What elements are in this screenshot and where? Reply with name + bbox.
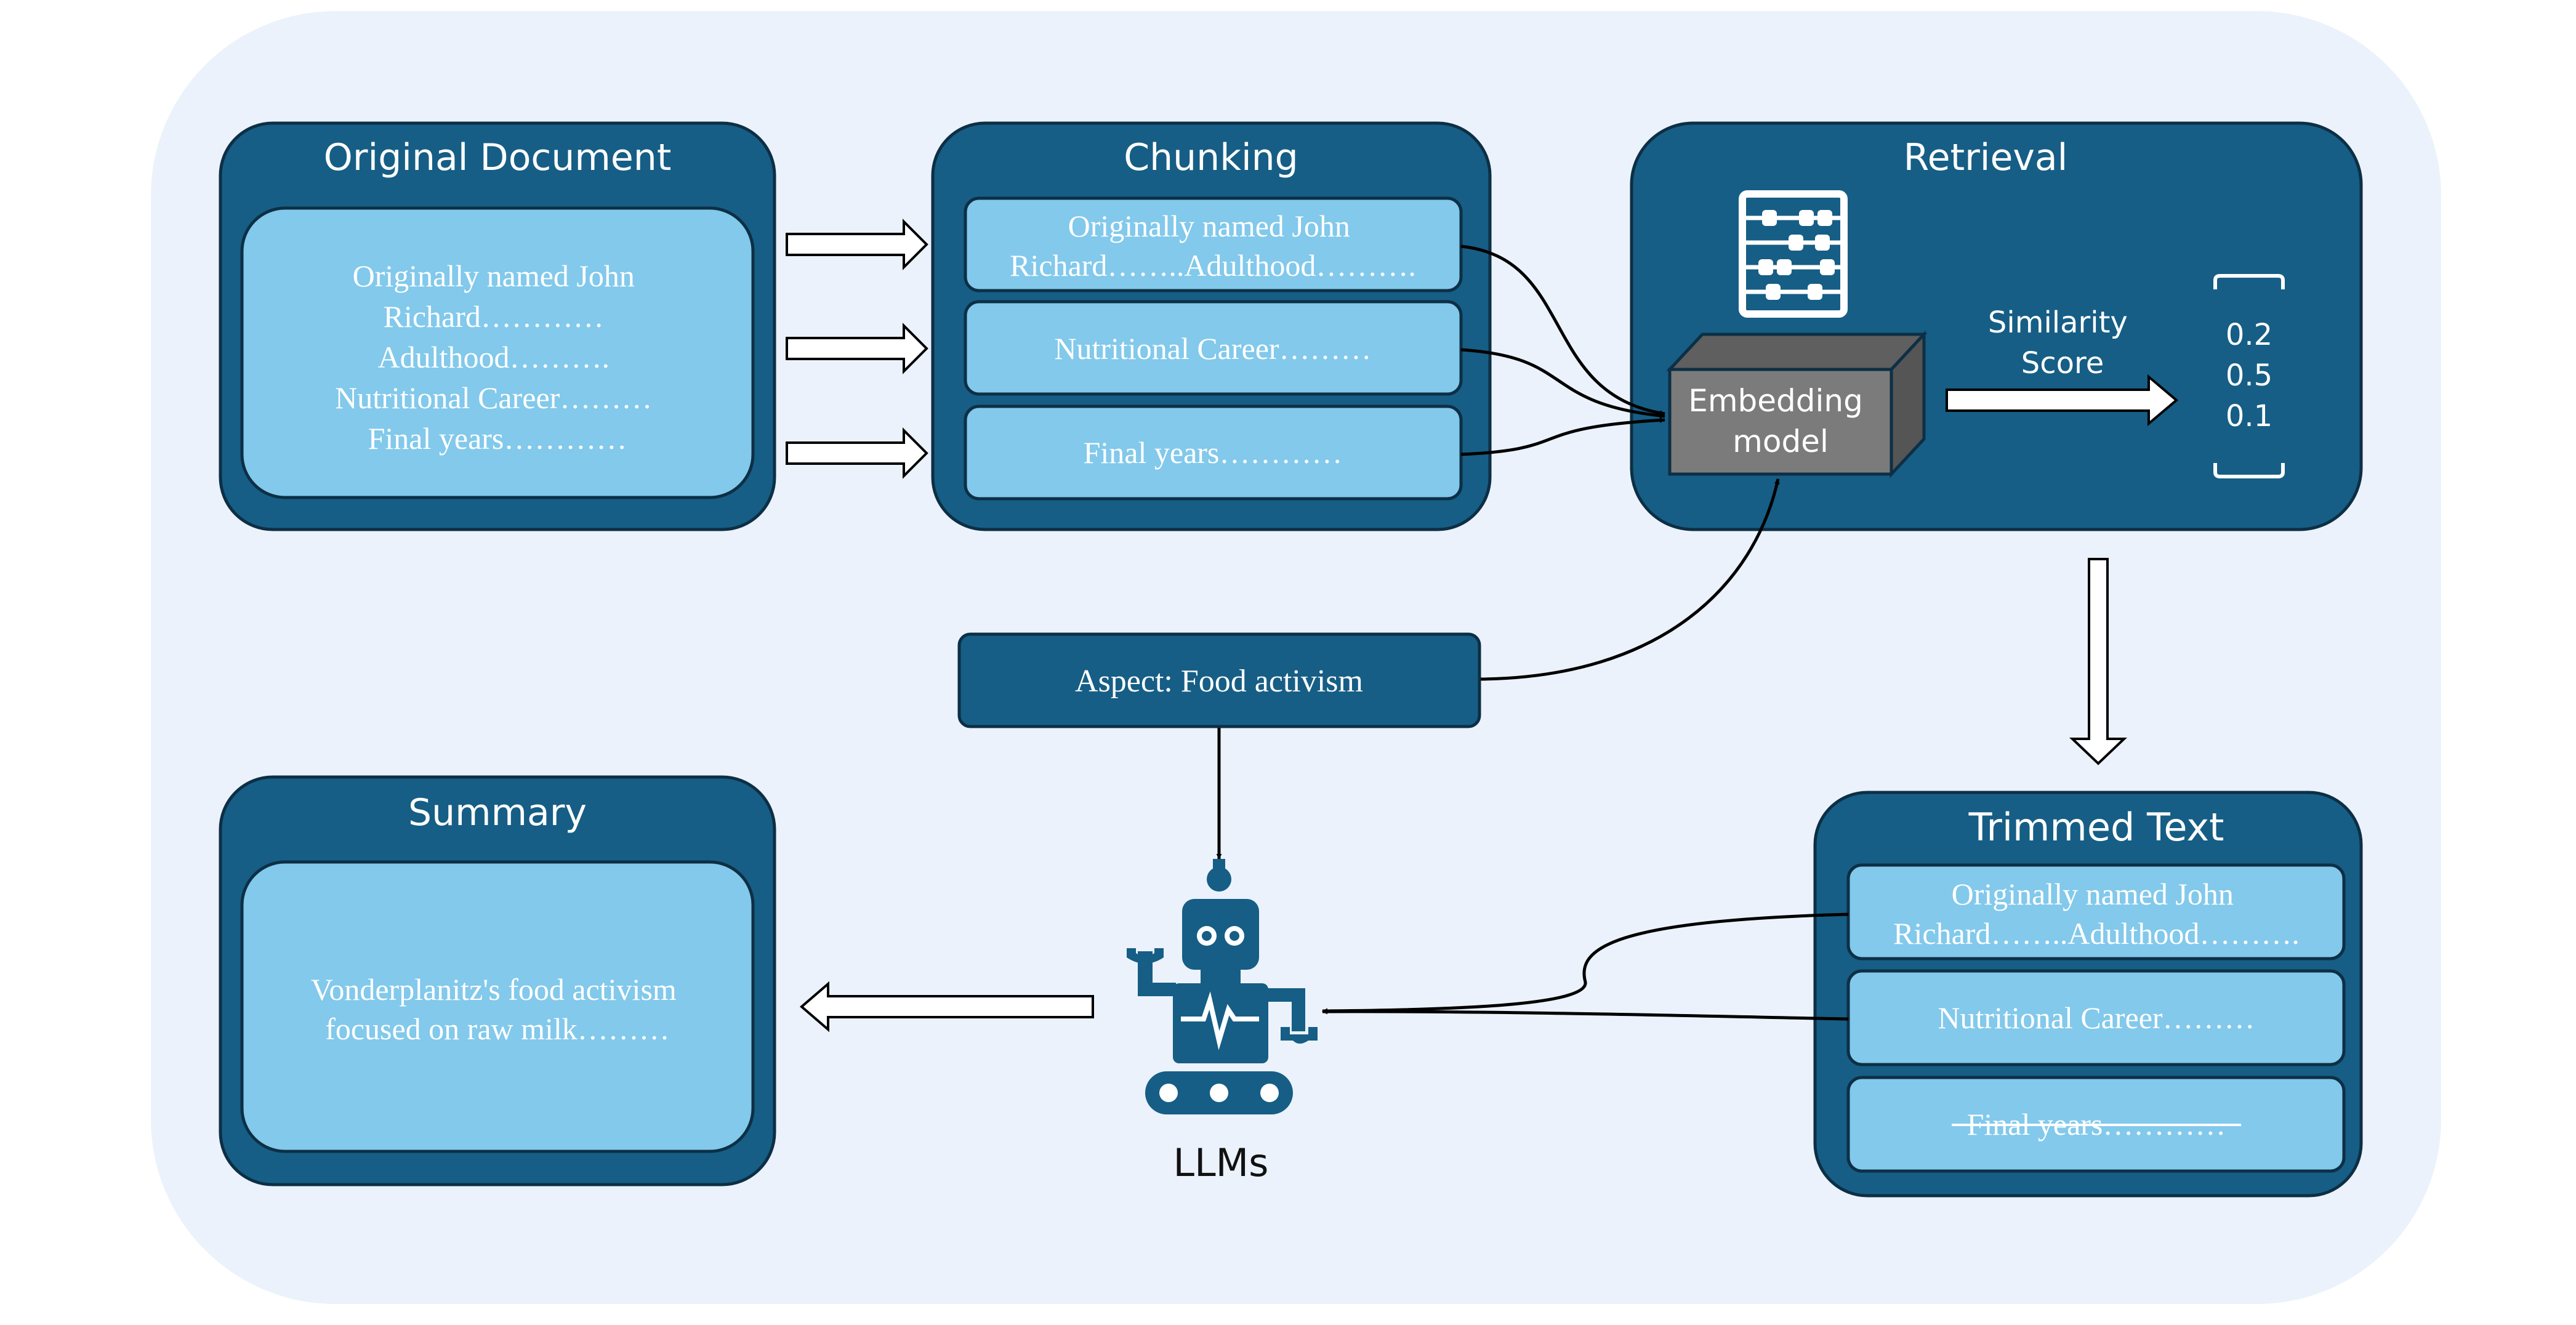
llm-to-summary-arrow (799, 981, 1094, 1033)
doc-to-chunk-arrow (786, 427, 928, 479)
connector-line (1460, 417, 1665, 456)
svg-text:Similarity Score: Similarity Score (1988, 305, 2137, 381)
svg-text:Originally named John Ri: Originally named John Richard……..Adultho… (1893, 877, 2300, 951)
summary-title: Summary (408, 791, 587, 834)
score-arrow (1946, 374, 2179, 427)
chunk-line: Final years………… (1084, 435, 1343, 470)
original-document-line: Nutritional Career……… (335, 381, 652, 415)
aspect-label: Aspect: Food activism (1075, 664, 1363, 699)
original-document-line: Originally named John (353, 259, 635, 293)
embedding-model-label: model (1733, 424, 1829, 459)
trimmed-text-panel: Trimmed Text Originally named John Richa… (1813, 791, 2363, 1198)
svg-text:Vonderplanitz's food activism: Vonderplanitz's food activism focused on… (311, 972, 685, 1046)
doc-to-chunk-arrows (786, 219, 928, 479)
connector-line (1460, 244, 1665, 416)
summary-line: Vonderplanitz's food activism (311, 972, 677, 1007)
connector-line (1322, 912, 1849, 1014)
summary-panel: Summary Vonderplanitz's food activism fo… (219, 775, 776, 1186)
doc-to-chunk-arrow (786, 323, 928, 374)
retrieval-to-trimmed-arrow (2069, 558, 2127, 765)
svg-text:Originally named John Ri: Originally named John Richard……..Adultho… (1010, 209, 1416, 283)
chunk-card (964, 196, 1463, 292)
trimmed-chunk-line: Richard……..Adulthood………. (1893, 916, 2300, 951)
summary-card (240, 860, 755, 1153)
trimmed-text-title: Trimmed Text (1968, 805, 2224, 850)
chunk-line: Richard……..Adulthood………. (1010, 248, 1416, 283)
svg-text:Embedding model: Embedding model (1688, 383, 1873, 459)
score-vector: 0.2 0.5 0.1 (2213, 274, 2285, 478)
original-document-panel: Original Document Originally named John … (219, 121, 776, 531)
original-document-title: Original Document (324, 136, 672, 179)
trimmed-chunk-card (1846, 863, 2346, 961)
original-document-line: Richard………… (384, 299, 604, 334)
original-document-line: Final years………… (368, 421, 627, 456)
retrieval-title: Retrieval (1904, 136, 2068, 179)
chunk-line: Originally named John (1068, 209, 1350, 243)
trimmed-to-llm-connectors (1322, 912, 1849, 1021)
aspect-box: Aspect: Food activism (957, 632, 1481, 728)
chunking-title: Chunking (1124, 136, 1298, 179)
svg-text:Originally named John Ri: Originally named John Richard………… Adulth… (335, 259, 660, 456)
score-value: 0.1 (2226, 399, 2272, 433)
abacus-icon (1739, 190, 1848, 318)
chunk-card (964, 300, 1463, 396)
aspect-to-model-connector (1480, 478, 1780, 681)
trimmed-chunk-line: Nutritional Career……… (1938, 1001, 2255, 1035)
chunk-card (964, 405, 1463, 501)
score-value: 0.5 (2226, 358, 2272, 393)
connector-line (1460, 348, 1665, 419)
summary-line: focused on raw milk……… (325, 1012, 670, 1046)
similarity-score-label: Score (2021, 346, 2104, 381)
similarity-score-label: Similarity (1988, 305, 2128, 340)
llm-label: LLMs (1173, 1140, 1269, 1185)
connector-line (1322, 1009, 1849, 1021)
embedding-model-box: Embedding model (1666, 330, 1928, 478)
original-document-card (240, 206, 755, 499)
chunk-to-model-connectors (1460, 244, 1665, 456)
chunking-panel: Chunking Originally named John Richard……… (931, 121, 1492, 531)
embedding-model-label: Embedding (1688, 383, 1863, 419)
chunk-line: Nutritional Career……… (1054, 331, 1371, 366)
doc-to-chunk-arrow (786, 219, 928, 270)
trimmed-chunk-line: Originally named John (1952, 877, 2234, 911)
robot-icon (1127, 859, 1318, 1114)
retrieval-panel: Retrieval Embedding mode (1630, 121, 2363, 531)
score-value: 0.2 (2226, 318, 2272, 352)
original-document-line: Adulthood………. (378, 340, 610, 374)
